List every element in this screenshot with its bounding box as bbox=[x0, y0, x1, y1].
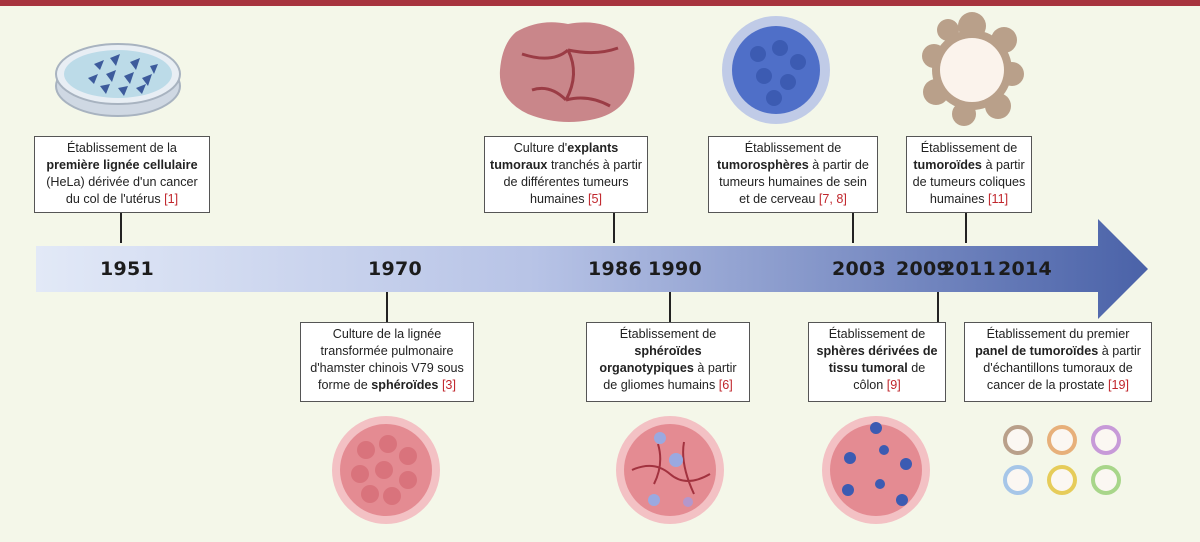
tumorosphere-illustration bbox=[722, 16, 830, 124]
year-1970: 1970 bbox=[368, 258, 423, 280]
year-1951: 1951 bbox=[100, 258, 155, 280]
tick-1986 bbox=[613, 212, 615, 243]
event-box-1986: Culture d'explants tumoraux tranchés à p… bbox=[484, 136, 648, 213]
year-2014: 2014 bbox=[998, 258, 1053, 280]
tumoroid-illustration bbox=[922, 12, 1024, 126]
tick-2009 bbox=[937, 292, 939, 322]
tick-1970 bbox=[386, 292, 388, 322]
tick-1951 bbox=[120, 212, 122, 243]
tick-2003 bbox=[852, 212, 854, 243]
year-1986: 1986 bbox=[588, 258, 643, 280]
event-box-1970: Culture de la lignée transformée pulmona… bbox=[300, 322, 474, 402]
year-1990: 1990 bbox=[648, 258, 703, 280]
organotypic-spheroid-illustration bbox=[616, 416, 724, 524]
tumoroid-panel-illustration bbox=[1003, 425, 1121, 495]
explant-illustration bbox=[499, 22, 635, 123]
spheroid-illustration bbox=[332, 416, 440, 524]
top-accent-bar bbox=[0, 0, 1200, 6]
year-2011: 2011 bbox=[942, 258, 997, 280]
year-2009: 2009 bbox=[896, 258, 951, 280]
tick-1990 bbox=[669, 292, 671, 322]
tissue-derived-sphere-illustration bbox=[822, 416, 930, 524]
tick-2011 bbox=[965, 212, 967, 243]
year-2003: 2003 bbox=[832, 258, 887, 280]
petri-dish-illustration bbox=[55, 43, 181, 117]
